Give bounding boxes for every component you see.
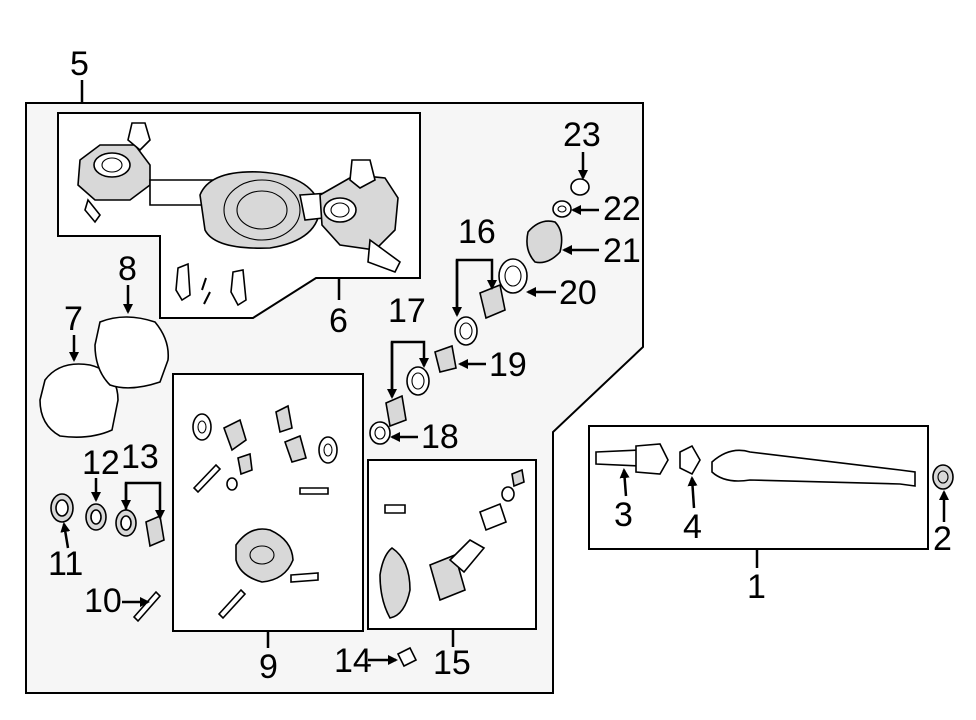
axle-shaft-box	[588, 425, 929, 550]
leader-lines	[60, 80, 949, 665]
callout-18: 18	[421, 418, 459, 456]
bearing-12-icon	[85, 503, 107, 531]
callout-13: 13	[121, 438, 159, 476]
callout-12: 12	[82, 444, 120, 482]
pinion-stack-icon	[369, 178, 590, 445]
bearing-13-icon	[115, 509, 165, 548]
callout-14: 14	[334, 642, 372, 680]
callout-6: 6	[329, 302, 348, 340]
callout-3: 3	[614, 496, 633, 534]
callout-8: 8	[118, 250, 137, 288]
callout-20: 20	[559, 274, 597, 312]
callout-21: 21	[603, 232, 641, 270]
callout-15: 15	[433, 644, 471, 682]
differential-case-box	[172, 373, 364, 632]
callout-11: 11	[48, 545, 83, 583]
callout-22: 22	[603, 190, 641, 228]
ring-pinion-icon	[379, 468, 525, 668]
cover-icon	[39, 363, 119, 438]
callout-5: 5	[70, 45, 89, 83]
callout-17: 17	[388, 292, 426, 330]
callout-9: 9	[259, 648, 278, 686]
callout-10: 10	[84, 582, 122, 620]
callout-16: 16	[458, 213, 496, 251]
housing-hardware-icon	[175, 262, 247, 307]
callout-23: 23	[563, 116, 601, 154]
differential-gears-icon	[192, 404, 338, 620]
axle-housing-icon	[77, 122, 402, 273]
callout-4: 4	[683, 508, 702, 546]
axle-shaft-icon	[595, 443, 954, 490]
callout-2: 2	[933, 520, 952, 558]
gasket-icon	[94, 316, 170, 389]
bearing-11-icon	[50, 493, 74, 523]
callout-1: 1	[747, 568, 766, 606]
callout-19: 19	[489, 346, 527, 384]
callout-7: 7	[64, 300, 83, 338]
